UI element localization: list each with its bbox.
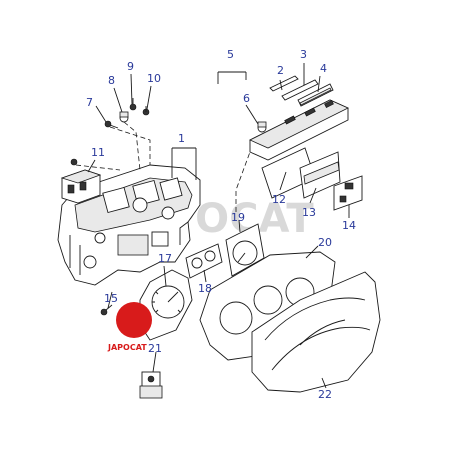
leader-22	[321, 377, 327, 389]
callout-7: 7	[86, 96, 93, 109]
part-7-screw[interactable]	[104, 120, 119, 129]
part-9-bulb[interactable]	[129, 98, 137, 111]
part-22-front-cover[interactable]	[251, 271, 381, 393]
logo-text: JAPOCAT	[107, 343, 147, 352]
leader-15	[107, 291, 113, 309]
part-17-dial[interactable]	[139, 269, 193, 341]
callout-9: 9	[127, 60, 134, 73]
leader-7	[95, 105, 107, 123]
part-3-strip[interactable]	[281, 79, 319, 101]
leader-12	[279, 171, 287, 191]
callout-18: 18	[198, 282, 212, 295]
leader-11	[87, 159, 96, 173]
callout-8: 8	[108, 74, 115, 87]
part-21-connector[interactable]	[139, 371, 163, 399]
leader-21	[152, 351, 157, 373]
callout-13: 13	[302, 206, 316, 219]
leader-1	[171, 147, 197, 180]
callout-20: 20	[318, 236, 332, 249]
callout-2: 2	[277, 64, 284, 77]
part-10-screw[interactable]	[142, 106, 150, 116]
leader-19	[238, 219, 241, 233]
part-18-small-gauges[interactable]	[185, 243, 223, 279]
leader-18	[203, 269, 207, 283]
callout-21: 21	[148, 342, 162, 355]
part-15-screw[interactable]	[100, 304, 113, 316]
part-4-connector[interactable]	[297, 83, 334, 107]
part-13-bracket[interactable]	[299, 151, 341, 199]
alignment-dash-left	[75, 164, 121, 171]
part-5-circuit-board[interactable]	[249, 99, 349, 161]
part-1-instrument-housing[interactable]	[57, 164, 201, 286]
leader-5	[217, 71, 247, 84]
part-6-bulb[interactable]	[257, 121, 267, 133]
callout-15: 15	[104, 292, 118, 305]
small-screw-left[interactable]	[70, 158, 78, 166]
callout-10: 10	[147, 72, 161, 85]
callout-17: 17	[158, 252, 172, 265]
part-8-bulb-socket[interactable]	[119, 111, 129, 123]
leader-17	[163, 265, 167, 287]
callout-4: 4	[320, 62, 327, 75]
alignment-dash-19	[235, 151, 251, 212]
leader-13	[309, 187, 317, 204]
callout-3: 3	[300, 48, 307, 61]
alignment-dash-screws	[109, 126, 151, 165]
callout-12: 12	[272, 193, 286, 206]
leader-9	[130, 73, 133, 105]
part-14-switch[interactable]	[333, 175, 363, 211]
callout-5: 5	[227, 48, 234, 61]
leader-20	[305, 245, 319, 259]
part-2-strip[interactable]	[269, 75, 299, 92]
leader-2	[279, 79, 283, 91]
leader-6	[245, 104, 259, 125]
callout-6: 6	[243, 92, 250, 105]
leader-4	[317, 75, 321, 93]
callout-22: 22	[318, 388, 332, 401]
callout-1: 1	[178, 132, 185, 145]
callout-14: 14	[342, 219, 356, 232]
callout-11: 11	[91, 146, 105, 159]
part-11-connector[interactable]	[60, 169, 102, 204]
alignment-dash-socket	[123, 121, 141, 171]
leader-10	[146, 85, 152, 110]
callout-19: 19	[231, 211, 245, 224]
leader-8	[113, 87, 123, 113]
japocat-logo: JAPOCAT	[107, 302, 152, 352]
